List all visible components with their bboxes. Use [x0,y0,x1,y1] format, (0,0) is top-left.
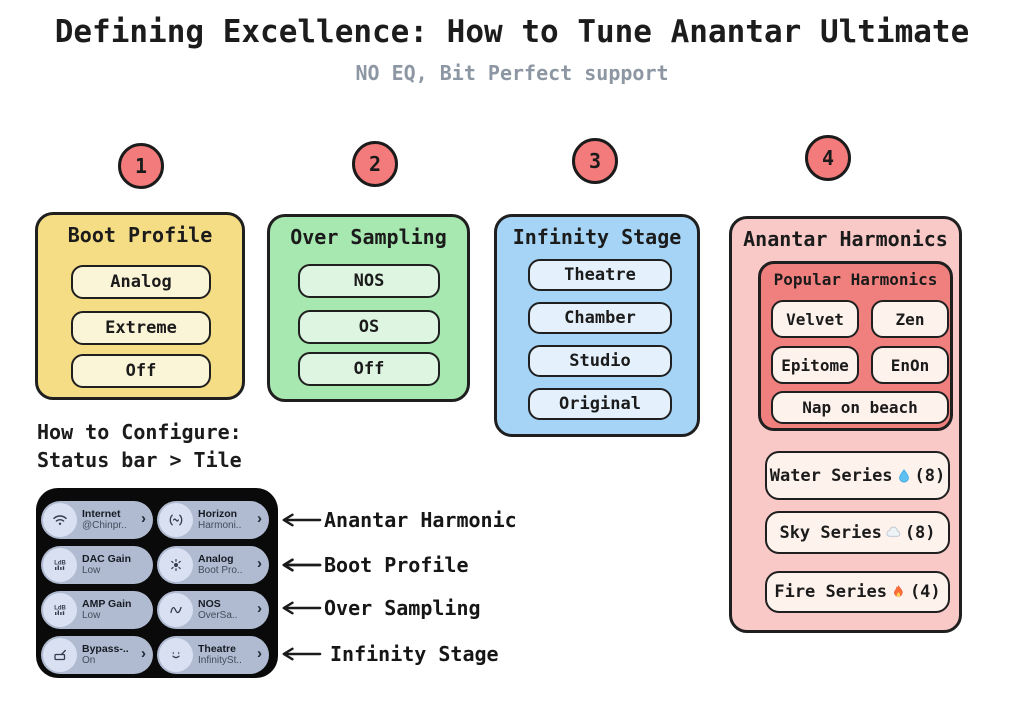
popular-harmonics-box: Popular Harmonics Velvet Zen Epitome EnO… [758,261,953,431]
chevron-right-icon: › [141,510,146,528]
sky-series-label: Sky Series [779,522,882,543]
callout-over-sampling: Over Sampling [280,596,481,620]
qs-tile-horizon[interactable]: Horizon Harmoni.. › [157,501,269,539]
tile-title: Horizon [198,507,238,520]
water-series-count: (8) [914,465,946,486]
wifi-icon [43,503,77,537]
boot-option-analog[interactable]: Analog [71,265,211,299]
level-db-icon: LdB [43,548,77,582]
howto-line2: Status bar > Tile [37,448,242,472]
fire-series-count: (4) [909,582,941,602]
analog-glow-icon [159,548,193,582]
quick-settings-panel: Internet @Chinpr.. › Horizon Harmoni.. ›… [36,488,278,678]
callout-label: Boot Profile [324,553,469,577]
popular-harmonics-title: Popular Harmonics [773,270,938,289]
boot-profile-box: Boot Profile Analog Extreme Off [35,212,245,400]
os-option-os[interactable]: OS [298,310,440,344]
callout-label: Over Sampling [324,596,481,620]
infinity-stage-title: Infinity Stage [512,225,682,249]
step-4-badge: 4 [805,135,851,181]
anantar-harmonics-title: Anantar Harmonics [743,227,948,251]
tile-subtitle: Low [82,565,101,577]
waveform-icon [159,593,193,627]
qs-tile-dac-gain[interactable]: LdB DAC Gain Low [41,546,153,584]
qs-tile-bypass[interactable]: Bypass-.. On › [41,636,153,674]
os-option-off[interactable]: Off [298,352,440,386]
tile-title: Analog [198,552,234,565]
tile-subtitle: Low [82,610,101,622]
left-arrow-icon [282,513,322,527]
chevron-right-icon: › [257,555,262,573]
tile-title: Internet [82,507,121,520]
level-db-icon: LdB [43,593,77,627]
fire-series-label: Fire Series [774,582,887,602]
tile-title: Theatre [198,642,236,655]
chevron-right-icon: › [257,510,262,528]
step-2-badge: 2 [352,141,398,187]
fire-icon [893,584,903,597]
boot-option-extreme[interactable]: Extreme [71,311,211,345]
callout-infinity-stage: Infinity Stage [280,642,499,666]
horizon-harmonic-icon [159,503,193,537]
page-subtitle: NO EQ, Bit Perfect support [355,61,669,85]
left-arrow-icon [282,558,322,572]
callout-anantar-harmonic: Anantar Harmonic [280,508,517,532]
tile-subtitle: InfinitySt.. [198,655,242,667]
sky-series-count: (8) [904,522,936,543]
left-arrow-icon [282,601,322,615]
left-arrow-icon [282,647,322,661]
water-series-button[interactable]: Water Series (8) [765,451,950,500]
step-1-badge: 1 [118,143,164,189]
sky-series-button[interactable]: Sky Series (8) [765,511,950,554]
fire-series-button[interactable]: Fire Series (4) [765,571,950,613]
cloud-icon [886,526,901,537]
tile-subtitle: On [82,655,96,667]
over-sampling-box: Over Sampling NOS OS Off [267,214,470,402]
qs-tile-amp-gain[interactable]: LdB AMP Gain Low [41,591,153,629]
stage-option-theatre[interactable]: Theatre [528,259,672,291]
qs-tile-internet[interactable]: Internet @Chinpr.. › [41,501,153,539]
anantar-harmonics-box: Anantar Harmonics Popular Harmonics Velv… [729,216,962,633]
over-sampling-title: Over Sampling [290,225,447,249]
qs-tile-nos[interactable]: NOS OverSa.. › [157,591,269,629]
water-series-label: Water Series [769,465,893,486]
os-option-nos[interactable]: NOS [298,264,440,298]
harmonic-velvet[interactable]: Velvet [771,300,859,338]
tile-subtitle: OverSa.. [198,610,238,622]
chevron-right-icon: › [257,600,262,618]
stage-option-chamber[interactable]: Chamber [528,302,672,334]
water-drop-icon [898,468,909,483]
tile-title: NOS [198,597,221,610]
harmonic-nap-on-beach[interactable]: Nap on beach [771,391,949,424]
step-3-badge: 3 [572,138,618,184]
tile-title: Bypass-.. [82,642,129,655]
tile-title: AMP Gain [82,597,132,610]
tile-subtitle: Boot Pro.. [198,565,243,577]
bypass-cast-icon [43,638,77,672]
boot-profile-title: Boot Profile [67,223,213,247]
infinity-stage-box: Infinity Stage Theatre Chamber Studio Or… [494,214,700,437]
harmonic-epitome[interactable]: Epitome [771,346,859,384]
boot-option-off[interactable]: Off [71,354,211,388]
stage-option-studio[interactable]: Studio [528,345,672,377]
tile-subtitle: @Chinpr.. [82,520,127,532]
svg-text:LdB: LdB [54,606,66,612]
callout-boot-profile: Boot Profile [280,553,469,577]
qs-tile-analog[interactable]: Analog Boot Pro.. › [157,546,269,584]
harmonic-zen[interactable]: Zen [871,300,949,338]
chevron-right-icon: › [141,645,146,663]
stage-option-original[interactable]: Original [528,388,672,420]
tile-title: DAC Gain [82,552,132,565]
svg-text:LdB: LdB [54,561,66,567]
page-title: Defining Excellence: How to Tune Anantar… [54,14,970,50]
chevron-right-icon: › [257,645,262,663]
harmonic-enon[interactable]: EnOn [871,346,949,384]
smiley-icon [159,638,193,672]
tile-subtitle: Harmoni.. [198,520,242,532]
howto-line1: How to Configure: [37,420,242,444]
qs-tile-theatre[interactable]: Theatre InfinitySt.. › [157,636,269,674]
callout-label: Infinity Stage [330,642,499,666]
callout-label: Anantar Harmonic [324,508,517,532]
